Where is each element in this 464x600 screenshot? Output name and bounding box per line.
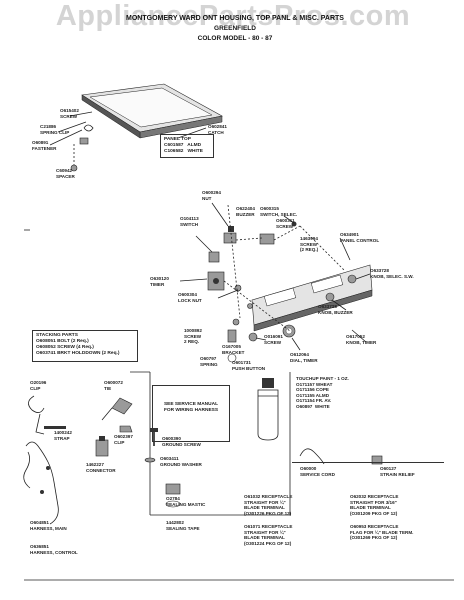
control-panel-drawing	[251, 264, 373, 338]
diagram-title: MONTGOMERY WARD ONT HOUSING, TOP PANL & …	[110, 14, 360, 44]
touchup-section	[292, 372, 444, 463]
title-line2: GREENFIELD	[214, 25, 256, 32]
title-line1-rest: ONT HOUSING, TOP PANL & MISC. PARTS	[202, 15, 344, 22]
watermark: AppliancePartsPros.com	[55, 0, 411, 32]
title-line3: COLOR MODEL - 80 - 87	[197, 35, 273, 42]
touchup-paint-bottle	[257, 378, 279, 441]
panel-top-drawing	[81, 83, 223, 139]
title-line1: MONTGOMERY WARD	[126, 15, 201, 22]
